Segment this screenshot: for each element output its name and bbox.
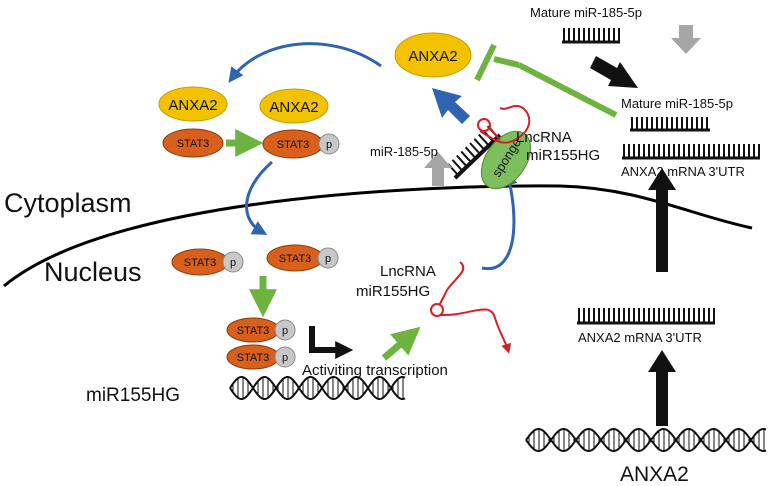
mature-mir-top-comb [562, 28, 620, 44]
transcription-start-arrow [309, 326, 354, 359]
anxa2-protein-left: ANXA2 [158, 86, 228, 122]
green-inhibition-bar [474, 43, 497, 82]
mir155hg-gene-label: miR155HG [86, 385, 180, 406]
svg-text:STAT3: STAT3 [237, 325, 270, 337]
anxa2-gene-label: ANXA2 [620, 463, 689, 486]
lncrna-nucleus-label-2: miR155HG [356, 283, 430, 300]
grey-arrow-mir185-up [424, 152, 452, 186]
mature-mir-top-label: Mature miR-185-5p [530, 5, 642, 20]
svg-text:p: p [282, 352, 288, 364]
utr-nucleus-comb [577, 308, 715, 325]
svg-text:STAT3: STAT3 [184, 257, 217, 269]
svg-text:p: p [230, 257, 236, 269]
green-arrow-transcription-product [381, 326, 421, 361]
black-arrow-binding [590, 56, 638, 88]
stat3-phospho-nucleus-left: STAT3 p [171, 248, 244, 276]
green-inhibition-joint [493, 56, 520, 68]
stat3-dimer: STAT3 p STAT3 p [226, 317, 296, 370]
anxa2-protein-right: ANXA2 [259, 88, 329, 124]
svg-text:STAT3: STAT3 [177, 138, 210, 150]
utr-cytoplasm-comb [622, 144, 760, 160]
stat3-phospho-nucleus-right: STAT3 p [266, 244, 339, 272]
lncrna-cytoplasm-label-2: miR155HG [526, 147, 600, 164]
svg-text:STAT3: STAT3 [237, 352, 270, 364]
svg-text:p: p [325, 253, 331, 265]
utr-cytoplasm-label: ANXA2 mRNA 3'UTR [621, 164, 745, 179]
mature-mir-bound-comb [630, 117, 710, 132]
blue-arrow-anxa2-to-complex [228, 42, 382, 83]
svg-text:ANXA2: ANXA2 [269, 99, 318, 116]
nucleus-label: Nucleus [44, 257, 142, 287]
lncrna-cytoplasm-label-1: LncRNA [516, 129, 572, 146]
stat3-phospho-right: STAT3 p [262, 129, 340, 159]
anxa2-dna-helix [525, 428, 767, 452]
lncrna-cytoplasm-hairpin [477, 105, 531, 144]
svg-text:p: p [326, 139, 332, 151]
svg-text:STAT3: STAT3 [277, 139, 310, 151]
svg-text:ANXA2: ANXA2 [408, 48, 457, 65]
mir185-label: miR-185-5p [370, 144, 438, 159]
stat3-protein-left: STAT3 [162, 128, 224, 158]
lncrna-nucleus-hairpin [430, 261, 512, 354]
transcription-label: Activiting transcription [302, 362, 448, 379]
blue-arrow-stat3-translocation [245, 160, 273, 235]
grey-arrow-down [671, 25, 701, 54]
mature-mir-bound-label: Mature miR-185-5p [621, 96, 733, 111]
svg-text:STAT3: STAT3 [279, 253, 312, 265]
cytoplasm-label: Cytoplasm [4, 188, 132, 218]
anxa2-protein-top: ANXA2 [394, 32, 472, 78]
lncrna-nucleus-label-1: LncRNA [380, 263, 436, 280]
utr-nucleus-label: ANXA2 mRNA 3'UTR [578, 330, 702, 345]
black-arrow-export-up [648, 168, 676, 272]
black-arrow-transcription-up [648, 350, 676, 426]
svg-text:p: p [282, 325, 288, 337]
blue-arrow-lncrna-export [481, 170, 518, 271]
svg-text:ANXA2: ANXA2 [168, 97, 217, 114]
blue-arrow-to-anxa2 [432, 88, 470, 124]
mir155hg-dna-helix [229, 376, 406, 400]
green-inhibition-line [517, 62, 618, 118]
